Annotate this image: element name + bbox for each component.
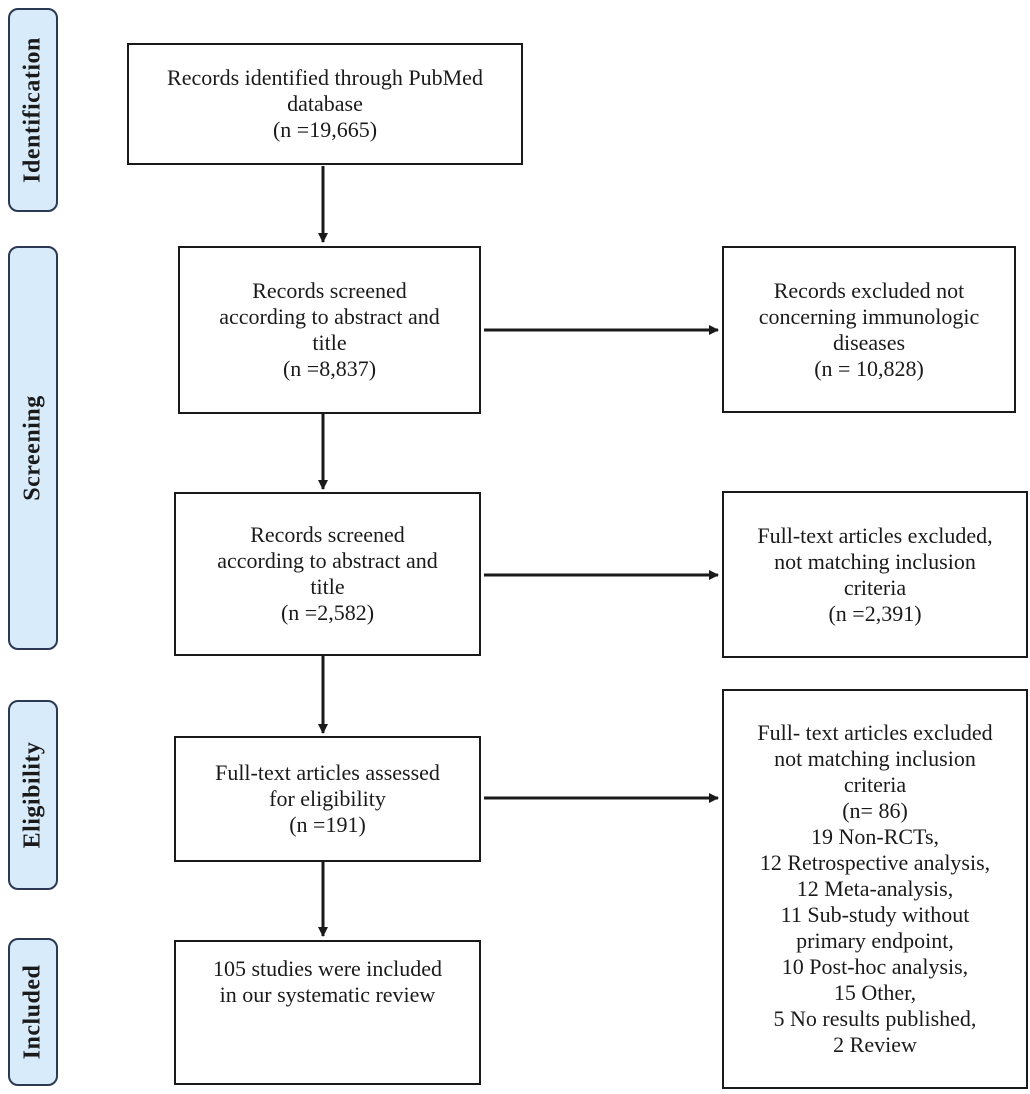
box-fulltext-excluded-3-line-5: 19 Non-RCTs, — [810, 824, 940, 849]
box-fulltext-excluded-3-line-9: primary endpoint, — [796, 928, 954, 953]
box-fulltext-excluded-3-line-8: 11 Sub-study without — [780, 902, 970, 927]
stage-screening: Screening — [8, 246, 58, 650]
box-fulltext-excluded-3-line-13: 2 Review — [833, 1032, 917, 1057]
box-records-screened-2-line-4: (n =2,582) — [280, 600, 375, 625]
box-records-identified-line-1: Records identified through PubMed — [167, 65, 483, 90]
box-fulltext-excluded-3: Full- text articles excluded not matchin… — [722, 689, 1028, 1089]
box-fulltext-excluded-3-line-4: (n= 86) — [842, 798, 908, 823]
box-fulltext-assessed-line-2: for eligibility — [269, 786, 386, 811]
box-records-screened-1-line-3: title — [312, 330, 347, 355]
box-records-screened-2-line-1: Records screened — [250, 522, 405, 547]
box-fulltext-excluded-2-line-1: Full-text articles excluded, — [757, 522, 993, 548]
box-fulltext-excluded-2-line-3: criteria — [843, 574, 907, 600]
box-records-screened-2-line-2: according to abstract and — [217, 548, 438, 573]
box-fulltext-excluded-3-line-10: 10 Post-hoc analysis, — [781, 954, 969, 979]
box-records-screened-1-line-4: (n =8,837) — [282, 356, 377, 381]
box-fulltext-excluded-2-line-2: not matching inclusion — [774, 548, 976, 574]
box-fulltext-excluded-3-line-3: criteria — [843, 772, 907, 797]
box-records-excluded-1-line-4: (n = 10,828) — [814, 355, 924, 381]
box-fulltext-assessed-line-1: Full-text articles assessed — [215, 760, 440, 785]
box-records-excluded-1-line-1: Records excluded not — [773, 277, 965, 303]
box-records-identified-line-2: database — [287, 91, 363, 116]
stage-eligibility: Eligibility — [8, 700, 58, 890]
box-records-screened-1-line-2: according to abstract and — [219, 304, 440, 329]
box-records-excluded-1-line-2: concerning immunologic — [758, 303, 980, 329]
box-fulltext-excluded-3-line-11: 15 Other, — [833, 980, 917, 1005]
box-studies-included-line-2: in our systematic review — [219, 982, 436, 1007]
box-records-excluded-1: Records excluded not concerning immunolo… — [722, 246, 1016, 413]
box-fulltext-assessed: Full-text articles assessed for eligibil… — [174, 736, 481, 862]
box-fulltext-assessed-line-3: (n =191) — [289, 812, 366, 837]
box-records-screened-2-line-3: title — [310, 574, 345, 599]
box-fulltext-excluded-3-line-12: 5 No results published, — [773, 1006, 977, 1031]
box-fulltext-excluded-3-line-6: 12 Retrospective analysis, — [759, 850, 991, 875]
stage-included: Included — [8, 938, 58, 1086]
box-records-identified-line-3: (n =19,665) — [272, 117, 378, 142]
box-records-screened-1-line-1: Records screened — [252, 278, 407, 303]
box-records-identified: Records identified through PubMed databa… — [127, 43, 523, 165]
box-fulltext-excluded-3-line-1: Full- text articles excluded — [757, 720, 993, 745]
box-records-screened-2: Records screened according to abstract a… — [174, 492, 481, 656]
box-studies-included: 105 studies were included in our systema… — [174, 940, 481, 1085]
box-records-excluded-1-line-3: diseases — [832, 329, 906, 355]
box-fulltext-excluded-2: Full-text articles excluded, not matchin… — [722, 491, 1028, 658]
box-fulltext-excluded-3-line-7: 12 Meta-analysis, — [796, 876, 954, 901]
box-records-screened-1: Records screened according to abstract a… — [178, 246, 481, 414]
box-fulltext-excluded-2-line-4: (n =2,391) — [828, 600, 922, 626]
box-studies-included-line-1: 105 studies were included — [212, 956, 443, 981]
stage-identification: Identification — [8, 8, 58, 212]
box-fulltext-excluded-3-line-2: not matching inclusion — [774, 746, 976, 771]
